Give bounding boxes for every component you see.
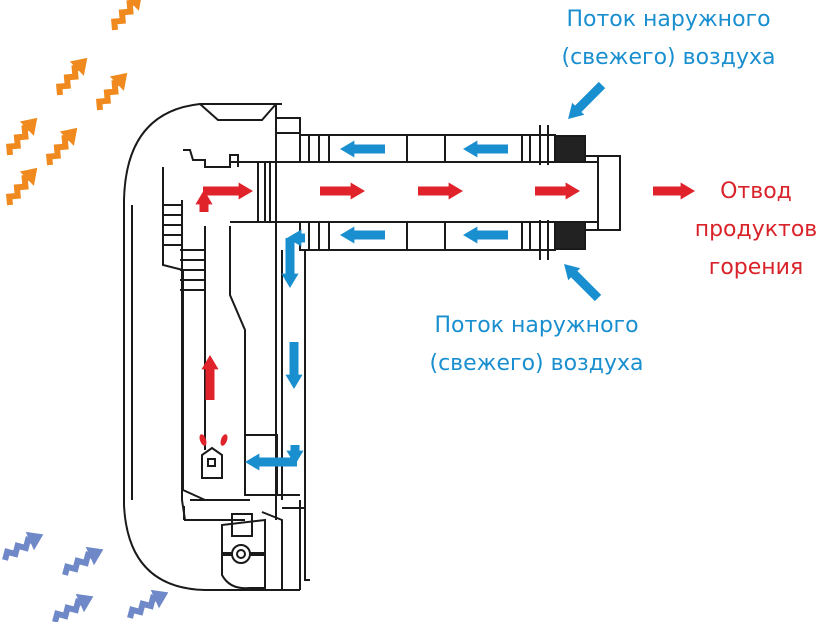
exhaust-turn-stem	[195, 190, 213, 212]
label-line: (свежего) воздуха	[561, 45, 776, 70]
exhaust-arrow	[418, 182, 463, 200]
wall-seal-bottom	[554, 221, 586, 250]
exhaust-arrow	[535, 182, 580, 200]
fresh-air-arrow	[340, 140, 385, 158]
fresh-air-inlet-arrow	[564, 264, 602, 302]
wavy-warm-air-arrow	[96, 72, 128, 111]
wavy-cold-air-arrow	[62, 546, 104, 576]
pipe-collar	[275, 117, 301, 134]
pipe-joint	[406, 135, 446, 250]
wavy-warm-air-arrow	[46, 127, 78, 166]
burner-base	[245, 494, 301, 590]
fan-hub	[236, 549, 246, 559]
fresh-air-arrow	[463, 226, 508, 244]
label-line: (свежего) воздуха	[429, 351, 644, 376]
heater-casing	[123, 103, 300, 591]
fresh-air-label-top: Поток наружного (свежего) воздуха	[536, 1, 801, 77]
wavy-warm-air-arrow	[111, 0, 143, 31]
wavy-cold-air-arrow	[2, 531, 44, 561]
flame-icon	[220, 434, 228, 446]
fresh-air-turn	[287, 229, 305, 247]
burner-icon	[201, 446, 223, 479]
wall-seal-top	[554, 135, 586, 163]
flame-icon	[199, 434, 207, 446]
chamber-top	[183, 149, 239, 168]
chamber-wall	[181, 200, 245, 521]
grille-lines-2	[180, 249, 205, 291]
pipe-end-cap	[597, 155, 621, 231]
exhaust-outlet-arrow	[653, 182, 695, 200]
fresh-air-to-burner-arrow	[245, 453, 297, 471]
fan-housing	[221, 518, 266, 590]
fresh-air-arrow	[463, 140, 508, 158]
valve-block	[261, 507, 310, 590]
rising-flue-arrow	[201, 355, 219, 400]
pipe-adapter	[230, 161, 300, 223]
wall-lines	[539, 125, 549, 260]
exhaust-arrow	[320, 182, 365, 200]
vertical-duct	[281, 249, 306, 560]
fresh-air-label-bottom: Поток наружного (свежего) воздуха	[404, 307, 669, 383]
grille-lines	[163, 204, 183, 246]
fan-icon	[231, 544, 251, 564]
fresh-air-down-arrow	[281, 238, 299, 288]
fresh-air-down-arrow	[285, 342, 303, 389]
casing-top-detail	[199, 103, 277, 121]
exhaust-label: Отвод продуктов горения	[676, 173, 830, 287]
wavy-warm-air-arrow	[6, 117, 38, 156]
cap-link	[585, 155, 598, 231]
label-line: Поток наружного	[566, 7, 771, 32]
wavy-warm-air-arrow	[56, 57, 88, 96]
exhaust-turn-arrow	[203, 182, 253, 200]
wavy-warm-air-arrow	[6, 167, 38, 206]
fan-motor	[231, 513, 253, 537]
fresh-air-stem	[286, 445, 304, 465]
chamber-left	[162, 167, 206, 501]
label-line: Поток наружного	[434, 313, 639, 338]
fresh-air-arrow	[340, 226, 385, 244]
pipe-ribs-right	[521, 135, 531, 250]
label-line: Отвод	[720, 179, 792, 204]
heat-exchanger-right	[229, 226, 246, 450]
burner-window	[207, 458, 216, 467]
pipe-ribs-left	[308, 135, 330, 250]
wavy-cold-air-arrow	[52, 593, 94, 622]
label-line: горения	[708, 255, 804, 280]
wavy-cold-air-arrow	[127, 589, 169, 619]
label-line: продуктов	[694, 217, 818, 242]
chamber-bottom	[183, 499, 250, 520]
fresh-air-inlet-arrow	[568, 81, 606, 119]
